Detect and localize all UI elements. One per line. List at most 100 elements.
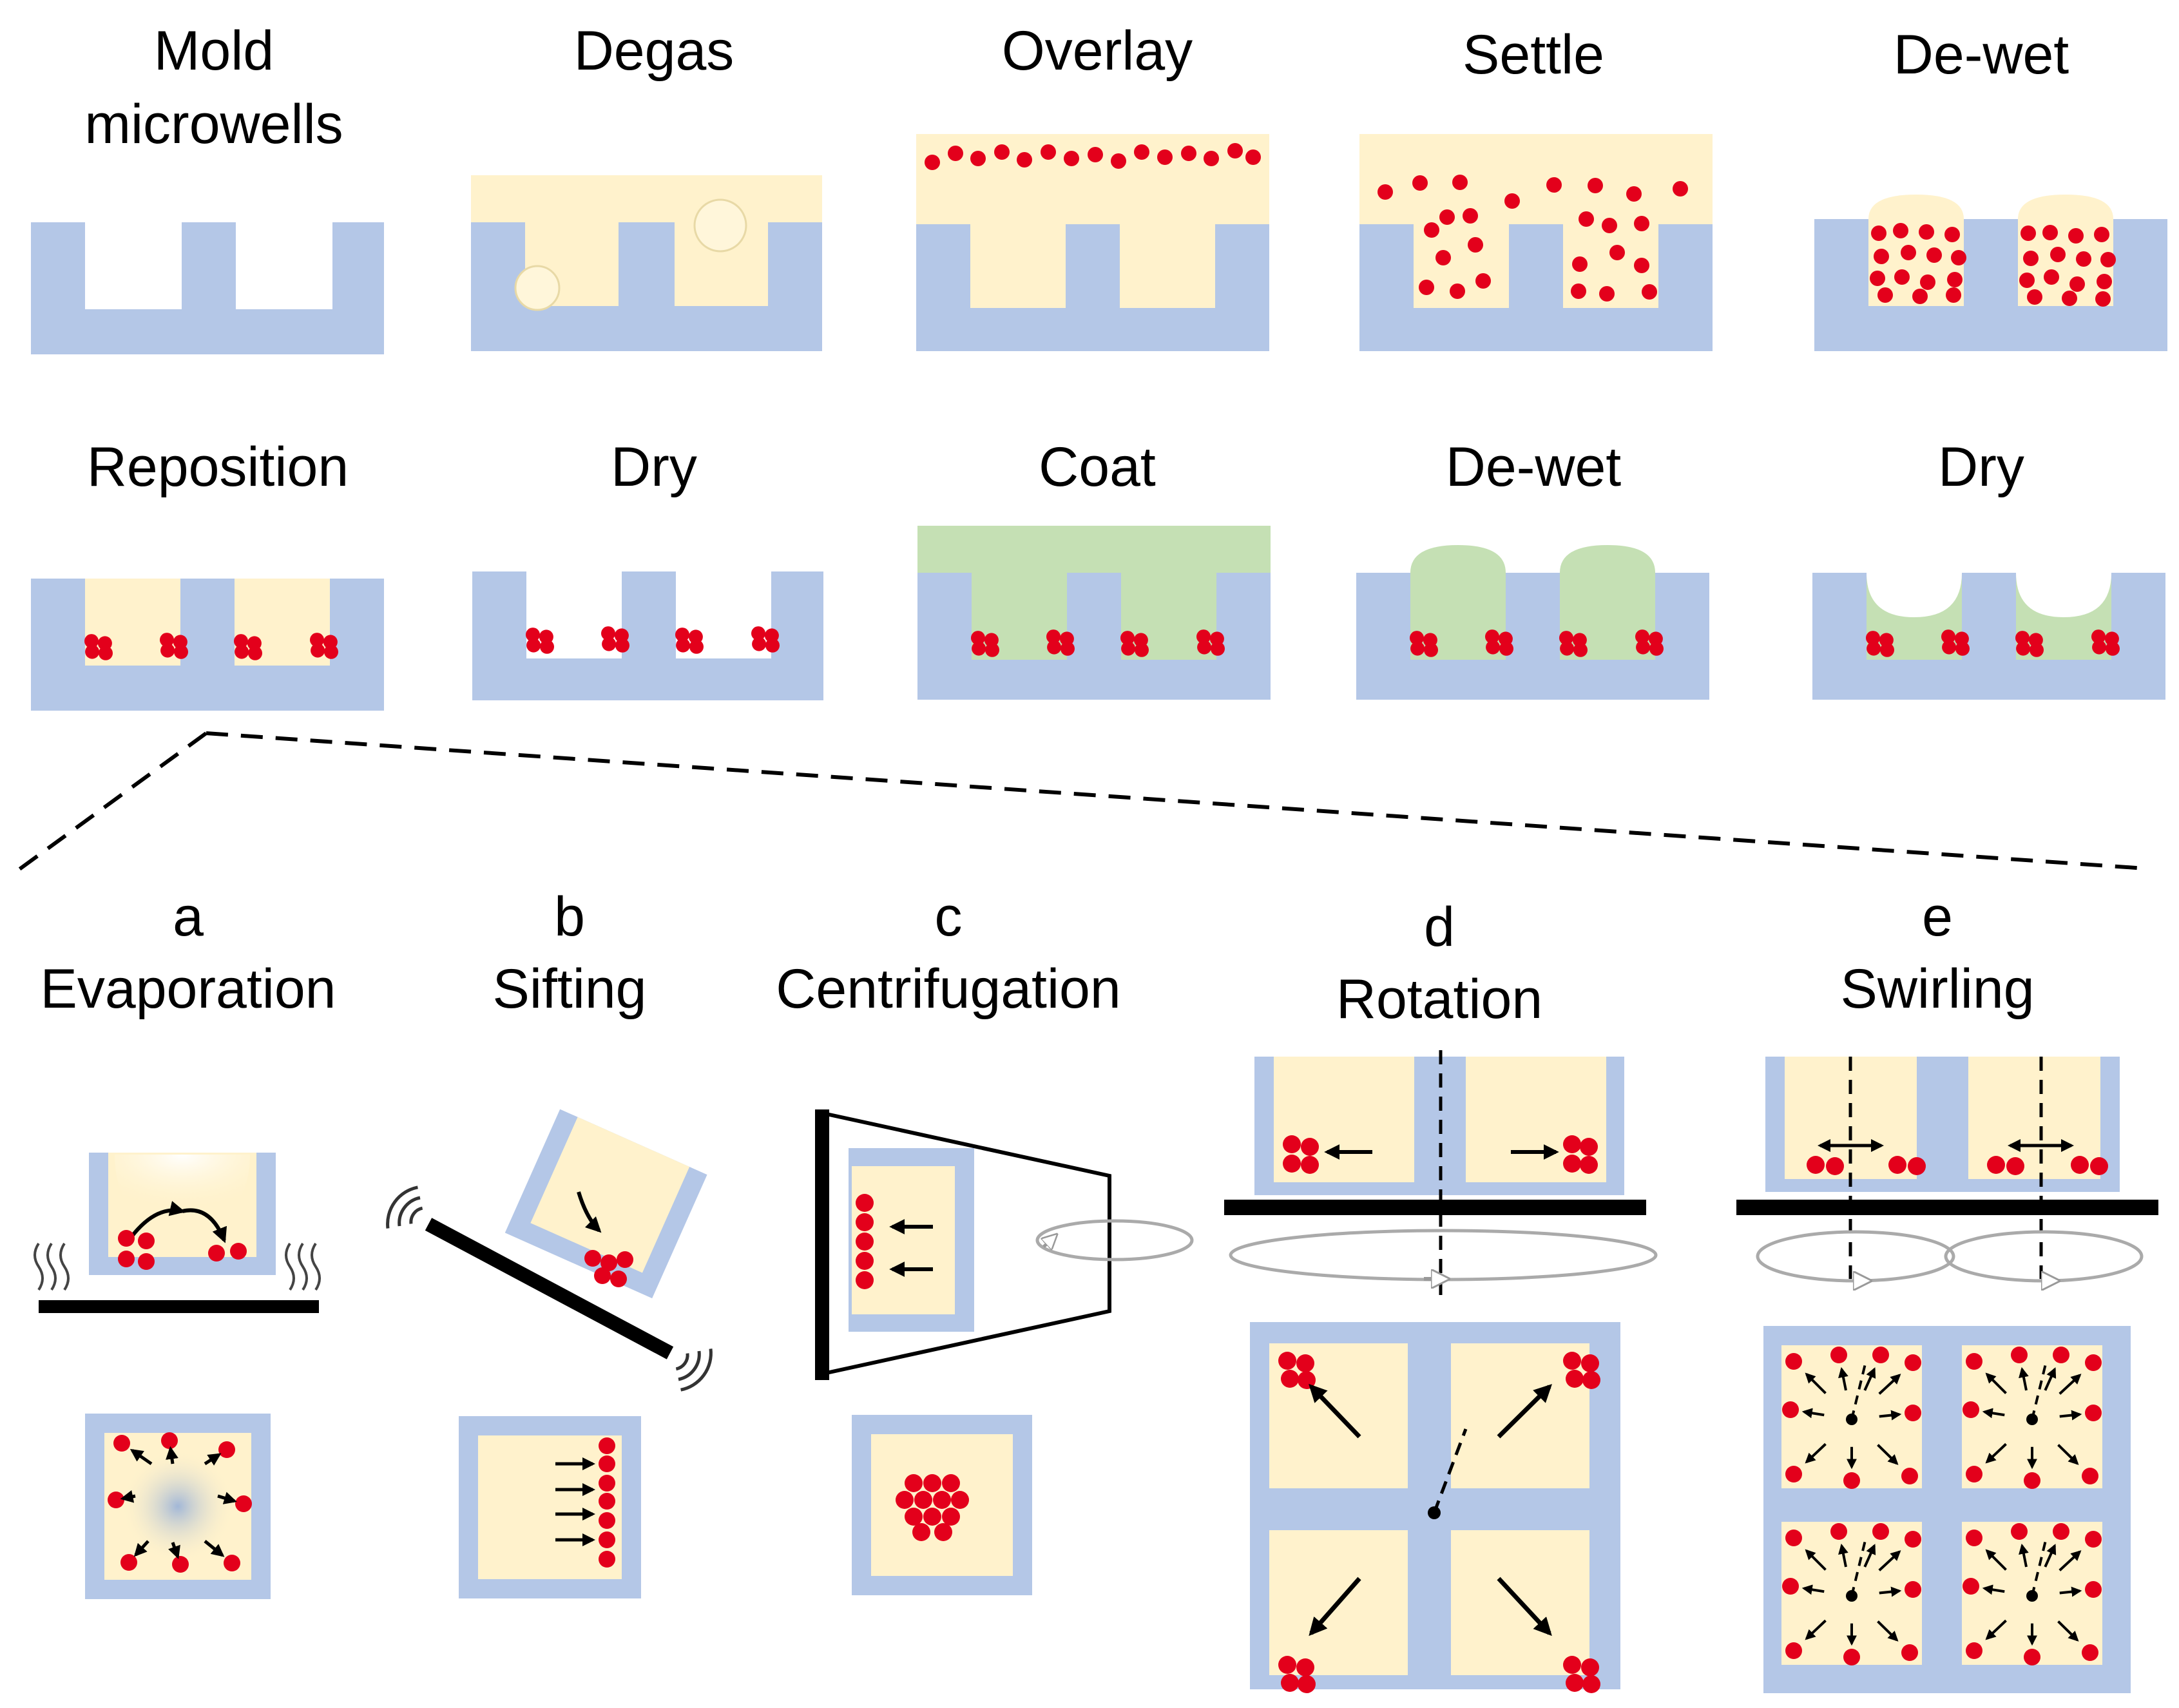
particle (985, 642, 999, 657)
vibration-arc-icon (678, 1350, 701, 1381)
panel-reposition (31, 579, 384, 711)
particle (1566, 1370, 1584, 1388)
particle (2016, 641, 2031, 656)
rotating-plate (1224, 1200, 1646, 1215)
particle (1410, 641, 1425, 656)
vibration-arc-icon (409, 1206, 423, 1224)
particle (1843, 1472, 1860, 1489)
particle (1111, 153, 1126, 169)
particle (324, 644, 338, 659)
vibration-arc-icon (675, 1353, 689, 1371)
step-label-coat: Coat (1039, 436, 1156, 498)
particle (1926, 247, 1942, 263)
particle (1211, 641, 1225, 656)
direction-arrow-icon (1309, 1577, 1361, 1636)
particle (224, 1555, 240, 1571)
direction-arrow-icon (1805, 1619, 1827, 1640)
direction-arrow-icon (1982, 1408, 2005, 1419)
particle (1121, 641, 1136, 656)
particle (1227, 143, 1243, 158)
particle (1278, 1352, 1296, 1370)
particle (1955, 641, 1970, 656)
particle (1905, 1531, 1921, 1548)
particle (230, 1243, 247, 1260)
particle (1901, 1644, 1918, 1661)
step-label-overlay: Overlay (1001, 20, 1193, 82)
particle (2042, 225, 2058, 240)
particle (676, 638, 691, 653)
heat-wave-icon (298, 1242, 308, 1291)
particle (1580, 1138, 1598, 1156)
direction-arrow-icon (2044, 1544, 2057, 1568)
particle (99, 646, 113, 660)
particle (218, 1441, 235, 1458)
particle (1424, 642, 1438, 657)
particle (1673, 181, 1688, 197)
liquid-top-view (478, 1435, 622, 1579)
particle (856, 1194, 874, 1212)
particle (1450, 283, 1465, 299)
particle (599, 1455, 615, 1472)
particle (1905, 1581, 1921, 1598)
particle (689, 639, 704, 654)
direction-arrow-icon (1838, 1543, 1848, 1568)
panel-de-wet-2 (1356, 545, 1709, 700)
particle (1830, 1347, 1847, 1363)
microwell-cavity (236, 222, 332, 309)
particle (1582, 1371, 1600, 1389)
method-letter-c: c (934, 886, 963, 948)
particle (1634, 258, 1649, 273)
vibration-arc-icon (386, 1185, 418, 1229)
particle (138, 1233, 155, 1249)
particle (1296, 1354, 1314, 1372)
particle (2085, 1405, 2102, 1421)
particle (1485, 629, 1499, 644)
particle (1867, 641, 1881, 656)
particle (1807, 1156, 1825, 1174)
direction-arrow-icon (1878, 1374, 1901, 1395)
particle (1281, 1674, 1299, 1692)
particle (599, 1531, 615, 1548)
method-name-sifting: Sifting (492, 958, 647, 1020)
particle (599, 1437, 615, 1454)
particle (161, 1432, 178, 1449)
particle (2091, 629, 2106, 644)
particle (1064, 151, 1079, 166)
particle (1626, 186, 1642, 202)
particle (120, 1554, 137, 1571)
particle (599, 1475, 615, 1492)
particle (1088, 147, 1103, 162)
particle (948, 146, 963, 161)
particle (1377, 184, 1393, 200)
direction-arrow-icon (2019, 1543, 2029, 1568)
method-c-centrifugation (815, 1109, 1194, 1595)
particle (1419, 280, 1434, 295)
liquid-droplet (2018, 195, 2113, 306)
particle (1942, 640, 1957, 655)
particle (1966, 1530, 1982, 1546)
particle (1298, 1675, 1316, 1693)
particle (1499, 641, 1513, 656)
particle (1782, 1401, 1799, 1418)
particle (160, 633, 174, 648)
particle (856, 1271, 874, 1289)
particle (923, 1474, 941, 1492)
particle (1966, 1466, 1982, 1483)
particle (1872, 1523, 1889, 1540)
rotation-arrow-icon (1229, 1229, 1658, 1281)
evaporation-center (121, 1450, 235, 1563)
particle (751, 626, 765, 641)
particle (2030, 642, 2044, 657)
particle (1563, 1656, 1581, 1674)
particle (765, 638, 780, 653)
particle (1410, 631, 1424, 646)
particle (1283, 1135, 1301, 1153)
particle (526, 628, 540, 642)
particle (1412, 175, 1428, 191)
particle (2050, 247, 2066, 262)
direction-arrow-icon (2019, 1367, 2029, 1391)
particle (1581, 1354, 1599, 1372)
particle (1880, 642, 1894, 657)
panel-dry-2 (1812, 573, 2165, 700)
particle (1871, 225, 1886, 241)
